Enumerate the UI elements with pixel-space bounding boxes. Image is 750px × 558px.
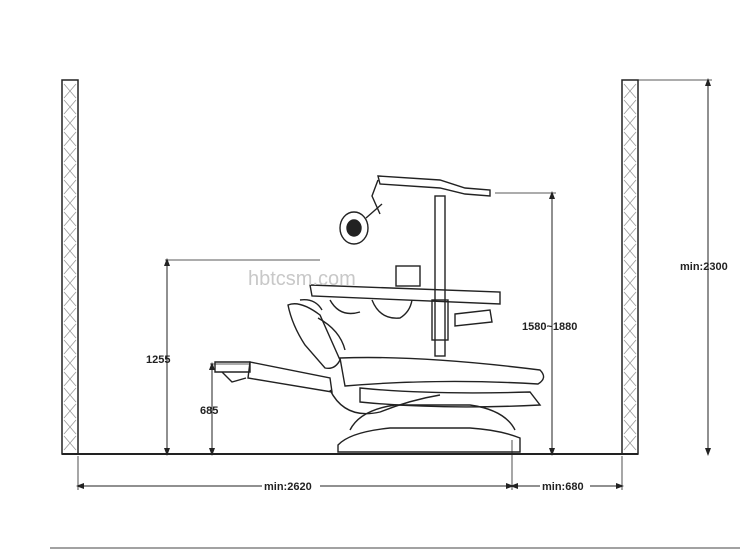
wall-hatch-line: [63, 211, 77, 227]
left-wall: [61, 79, 79, 455]
dimension-rear-clearance: min:680: [510, 456, 624, 493]
wall-hatch-line: [63, 387, 77, 403]
label-rear-clearance: min:680: [542, 481, 584, 493]
wall-hatch-line: [623, 147, 637, 163]
wall-hatch-line: [623, 307, 637, 323]
wall-hatch-line: [63, 275, 77, 291]
dental-chair: [214, 175, 545, 453]
wall-hatch-line: [623, 227, 637, 243]
wall-hatch-line: [63, 179, 77, 195]
wall-hatch-line: [63, 147, 77, 163]
wall-hatch-line: [623, 355, 637, 371]
wall-hatch-line: [623, 419, 637, 435]
dimension-room-length: min:2620: [76, 440, 514, 493]
wall-hatch-line: [623, 323, 637, 339]
wall-hatch-line: [623, 83, 637, 99]
wall-hatch-line: [63, 339, 77, 355]
wall-hatch-line: [63, 243, 77, 259]
wall-hatch-line: [623, 387, 637, 403]
wall-hatch-line: [623, 131, 637, 147]
wall-hatch-line: [623, 291, 637, 307]
wall-hatch-line: [63, 307, 77, 323]
label-room-length: min:2620: [264, 481, 312, 493]
wall-hatch-line: [63, 355, 77, 371]
dimension-seat-height: 685: [200, 362, 250, 456]
wall-hatch-line: [63, 371, 77, 387]
right-wall: [621, 79, 639, 455]
wall-hatch-line: [63, 227, 77, 243]
wall-hatch-line: [623, 163, 637, 179]
wall-hatch-line: [623, 243, 637, 259]
wall-hatch-line: [63, 323, 77, 339]
wall-hatch-line: [63, 259, 77, 275]
wall-hatch-line: [623, 371, 637, 387]
wall-hatch-line: [623, 115, 637, 131]
wall-hatch-line: [623, 259, 637, 275]
label-light-height: 1580~1880: [522, 321, 577, 333]
dimension-light-height: 1580~1880: [495, 191, 577, 456]
wall-hatch-line: [623, 435, 637, 451]
wall-hatch-line: [63, 131, 77, 147]
wall-hatch-line: [623, 275, 637, 291]
wall-hatch-line: [623, 403, 637, 419]
dimension-chair-height: 1255: [146, 258, 320, 456]
wall-hatch-line: [63, 99, 77, 115]
wall-hatch-line: [63, 83, 77, 99]
dimension-room-height: min:2300: [638, 78, 728, 456]
wall-hatch-line: [63, 291, 77, 307]
wall-hatch-line: [63, 163, 77, 179]
wall-hatch-line: [623, 211, 637, 227]
watermark-text: hbtcsm.com: [248, 268, 356, 290]
label-room-height: min:2300: [680, 261, 728, 273]
wall-hatch-line: [623, 195, 637, 211]
wall-hatch-line: [623, 179, 637, 195]
label-chair-height: 1255: [146, 354, 170, 366]
wall-hatch-line: [63, 419, 77, 435]
wall-hatch-line: [623, 339, 637, 355]
wall-hatch-line: [63, 195, 77, 211]
wall-hatch-line: [63, 435, 77, 451]
wall-hatch-line: [63, 115, 77, 131]
wall-hatch-line: [623, 99, 637, 115]
wall-hatch-line: [63, 403, 77, 419]
label-seat-height: 685: [200, 405, 218, 417]
